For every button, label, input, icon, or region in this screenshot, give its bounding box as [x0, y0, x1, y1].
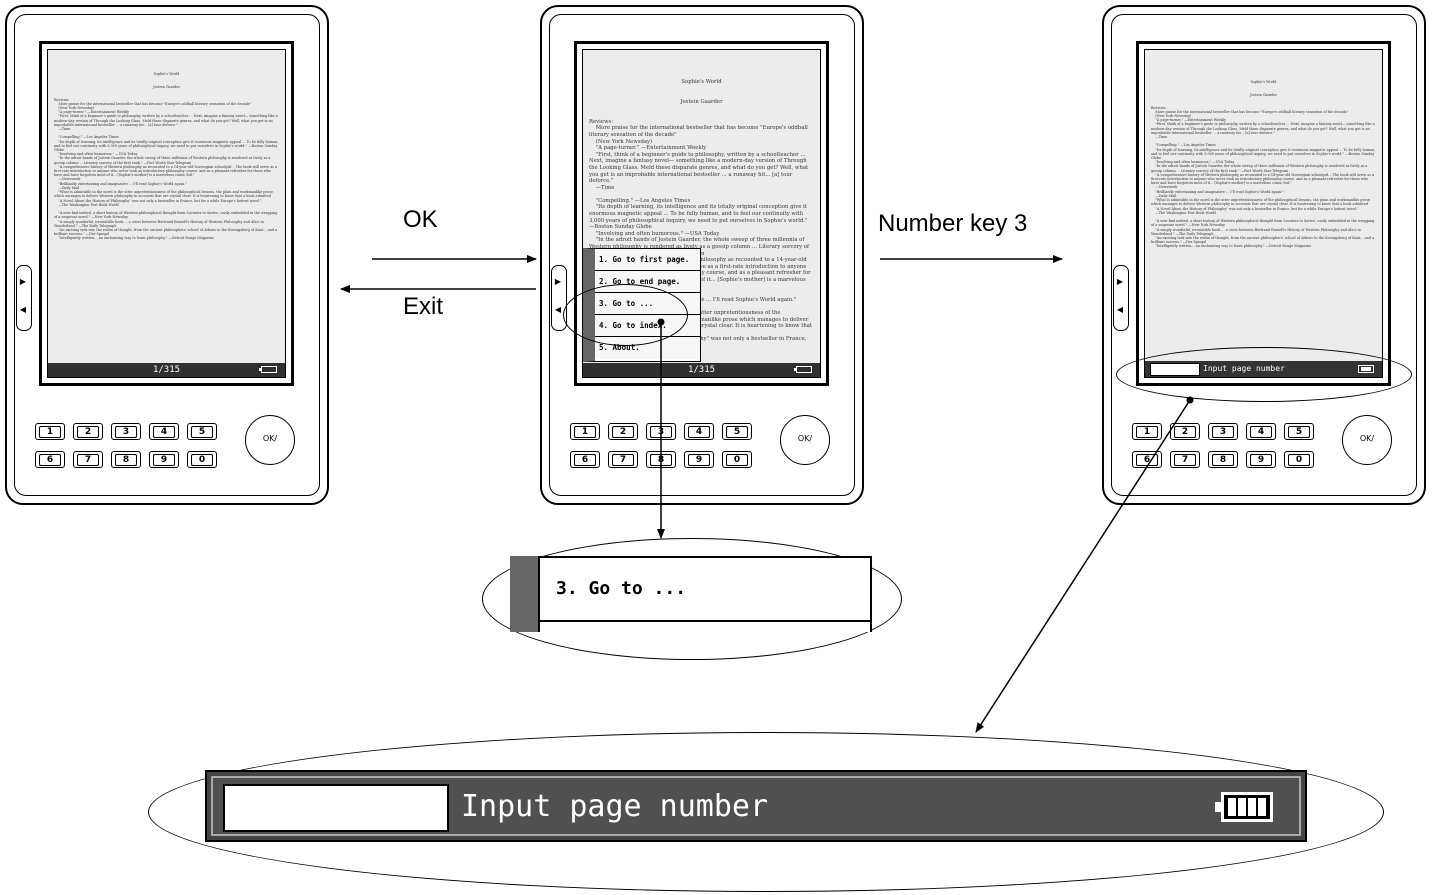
book-author: Jostein Gaarder	[1249, 93, 1278, 98]
book-author: Jostein Gaarder	[680, 98, 723, 105]
key-6[interactable]: 6	[35, 451, 65, 468]
status-bar: 1/315	[583, 363, 820, 377]
key-5[interactable]: 5	[187, 423, 217, 440]
key-9[interactable]: 9	[684, 451, 714, 468]
book-body: Reviews: More praise for the internation…	[1151, 105, 1376, 249]
battery-icon	[794, 366, 812, 373]
menu-next-row	[538, 622, 872, 632]
key-8[interactable]: 8	[1208, 451, 1238, 468]
key-4[interactable]: 4	[1246, 423, 1276, 440]
inputbar-zoom-ellipse	[148, 732, 1384, 892]
device-bezel	[1111, 14, 1417, 496]
key-0[interactable]: 0	[722, 451, 752, 468]
key-0[interactable]: 0	[1284, 451, 1314, 468]
key-2[interactable]: 2	[1170, 423, 1200, 440]
book-body: Reviews: More praise for the internation…	[54, 97, 279, 241]
reader-device-2: Sophie's World Jostein Gaarder Reviews: …	[540, 5, 864, 505]
input-prompt-zoom: Input page number	[461, 789, 769, 824]
status-bar: 1/315	[48, 363, 285, 377]
side-buttons: ▶ ◀	[16, 265, 32, 331]
key-7[interactable]: 7	[608, 451, 638, 468]
key-0[interactable]: 0	[187, 451, 217, 468]
ok-label: OK	[403, 206, 438, 233]
side-buttons: ▶ ◀	[1113, 265, 1129, 331]
page-text: Sophie's World Jostein Gaarder Reviews: …	[1151, 72, 1376, 257]
inputbar-callout-line	[975, 399, 1191, 733]
menu-item-first-page[interactable]: 1. Go to first page.	[595, 249, 700, 271]
book-title: Sophie's World	[1250, 80, 1277, 85]
input-bar-frame: Input page number	[211, 776, 1301, 836]
device-bezel	[549, 14, 855, 496]
key-5[interactable]: 5	[722, 423, 752, 440]
key-7[interactable]: 7	[1170, 451, 1200, 468]
key-1[interactable]: 1	[35, 423, 65, 440]
menu-sidebar-bar	[510, 556, 538, 632]
menu-highlight-ellipse	[563, 284, 688, 346]
page-forward-button[interactable]: ▶	[554, 277, 562, 286]
key-1[interactable]: 1	[570, 423, 600, 440]
ok-button[interactable]: OK/	[245, 415, 295, 465]
key-8[interactable]: 8	[111, 451, 141, 468]
input-bar-zoom: Input page number	[205, 770, 1307, 842]
reader-device-1: Sophie's World Jostein Gaarder Reviews: …	[5, 5, 329, 505]
page-text: Sophie's World Jostein Gaarder Reviews: …	[54, 64, 279, 249]
key-2[interactable]: 2	[608, 423, 638, 440]
page-back-button[interactable]: ◀	[554, 305, 562, 314]
battery-icon	[259, 366, 277, 373]
key-5[interactable]: 5	[1284, 423, 1314, 440]
key-6[interactable]: 6	[570, 451, 600, 468]
page-number-input-zoom[interactable]	[223, 784, 449, 832]
key-9[interactable]: 9	[1246, 451, 1276, 468]
book-title: Sophie's World	[681, 79, 722, 86]
key-2[interactable]: 2	[73, 423, 103, 440]
book-author: Jostein Gaarder	[152, 85, 181, 90]
key-4[interactable]: 4	[684, 423, 714, 440]
zoomed-menu-item: 3. Go to ...	[538, 556, 872, 622]
battery-icon	[1215, 792, 1273, 822]
key-3[interactable]: 3	[111, 423, 141, 440]
key-4[interactable]: 4	[149, 423, 179, 440]
page-forward-button[interactable]: ▶	[1116, 277, 1124, 286]
inputbar-highlight-ellipse	[1116, 347, 1412, 402]
menu-item-zoom: 3. Go to ...	[510, 556, 872, 632]
page-indicator: 1/315	[152, 365, 181, 375]
reader-device-3: Sophie's World Jostein Gaarder Reviews: …	[1102, 5, 1426, 505]
number-key-label: Number key 3	[878, 210, 1028, 237]
device-bezel	[14, 14, 320, 496]
key-3[interactable]: 3	[1208, 423, 1238, 440]
reader-screen: Sophie's World Jostein Gaarder Reviews: …	[47, 49, 286, 378]
screen-frame: Sophie's World Jostein Gaarder Reviews: …	[39, 41, 294, 386]
page-back-button[interactable]: ◀	[1116, 305, 1124, 314]
book-title: Sophie's World	[153, 72, 180, 77]
ok-button[interactable]: OK/	[780, 415, 830, 465]
menu-zoom-ellipse	[482, 538, 902, 660]
key-7[interactable]: 7	[73, 451, 103, 468]
page-indicator: 1/315	[687, 365, 716, 375]
key-1[interactable]: 1	[1132, 423, 1162, 440]
key-9[interactable]: 9	[149, 451, 179, 468]
page-forward-button[interactable]: ▶	[19, 277, 27, 286]
exit-label: Exit	[403, 293, 444, 320]
ok-button[interactable]: OK/	[1342, 415, 1392, 465]
page-back-button[interactable]: ◀	[19, 305, 27, 314]
